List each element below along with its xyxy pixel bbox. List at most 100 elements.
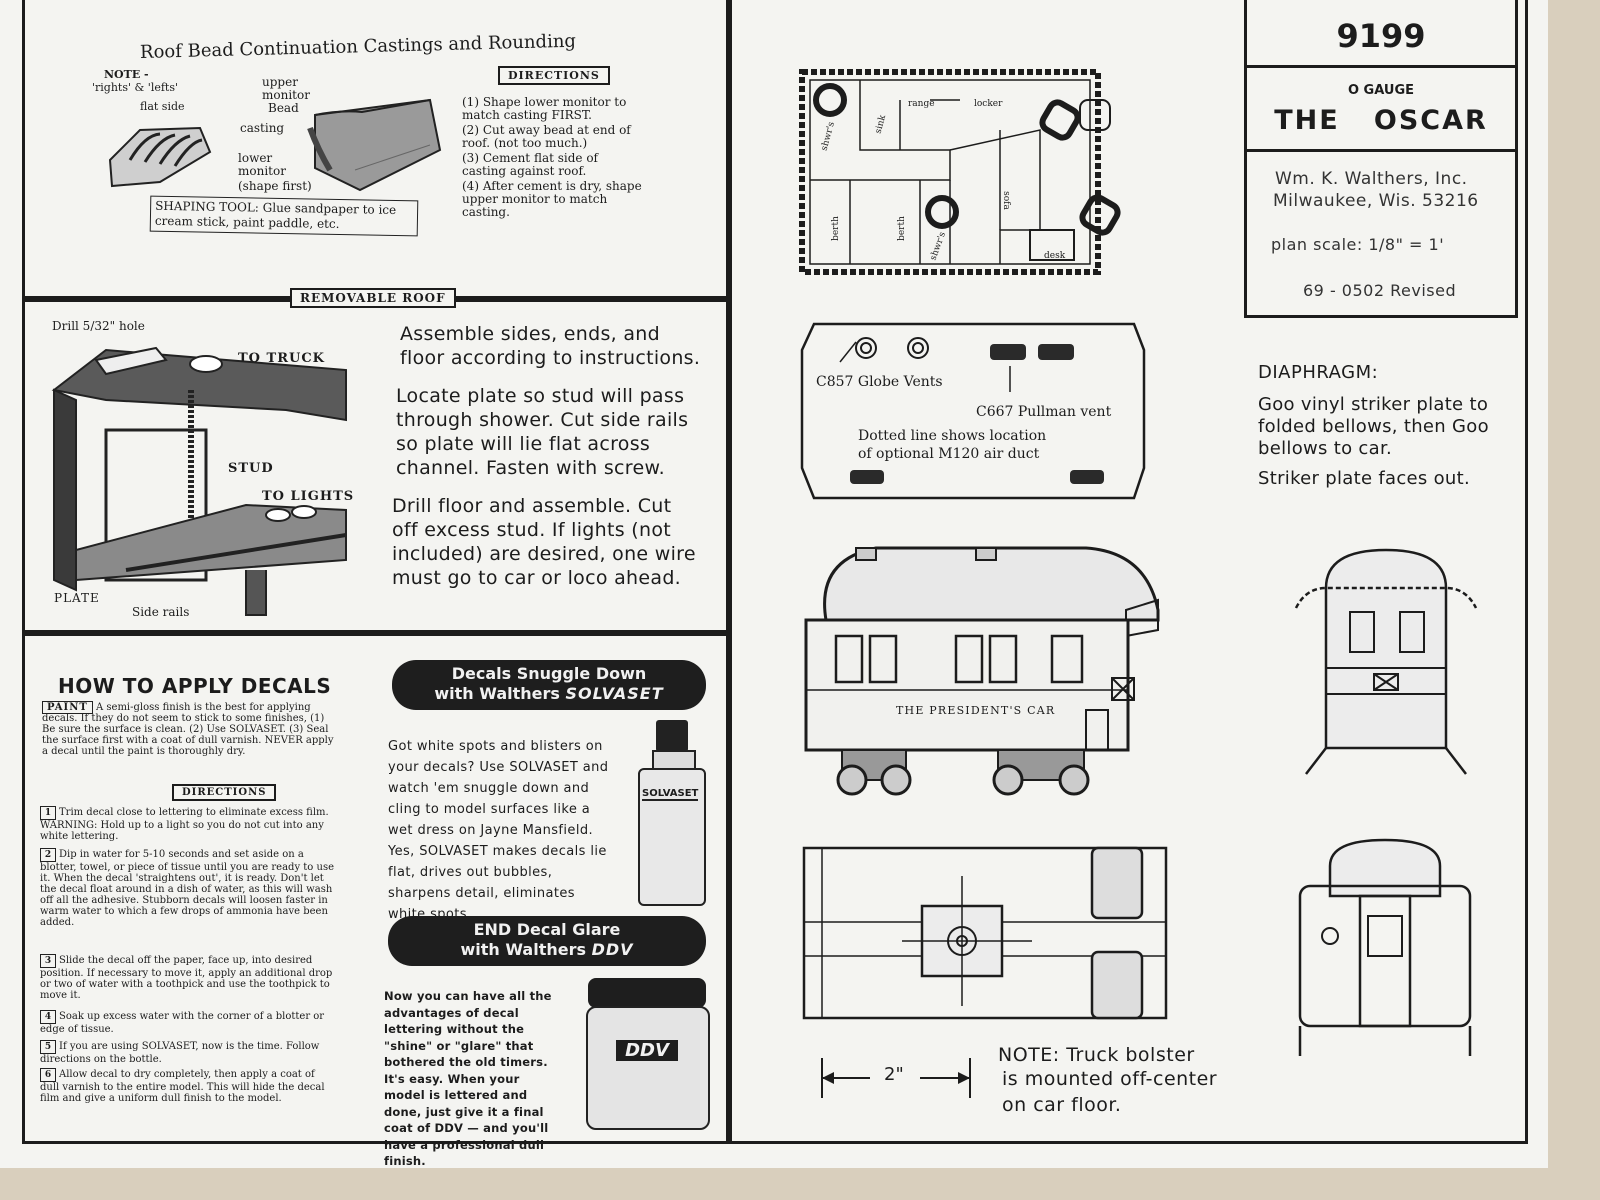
step-text: Slide the decal off the paper, face up, … bbox=[40, 955, 333, 1001]
roof-bead-directions-label: DIRECTIONS bbox=[498, 66, 610, 85]
floor-plan-sofa: sofa bbox=[1000, 191, 1011, 210]
underframe-drawing bbox=[802, 846, 1172, 1026]
jar-body bbox=[586, 1006, 710, 1130]
step-number: 3 bbox=[40, 954, 56, 968]
step-number: 2 bbox=[40, 848, 56, 862]
removable-roof-para-1: Assemble sides, ends, and floor accordin… bbox=[400, 323, 701, 369]
solvaset-banner-line2: with Walthers SOLVASET bbox=[392, 684, 706, 704]
gauge-label: O GAUGE bbox=[1347, 83, 1414, 98]
roof-view-drawing bbox=[800, 322, 1146, 508]
step-number: 1 bbox=[40, 806, 56, 820]
flat-side-label: flat side bbox=[140, 100, 185, 113]
decals-title: HOW TO APPLY DECALS bbox=[58, 674, 332, 698]
truck-bolster-note-3: on car floor. bbox=[1002, 1094, 1122, 1116]
roof-bead-illustration bbox=[100, 90, 450, 200]
title-divider-2 bbox=[1247, 149, 1515, 152]
diaphragm-text-1: Goo vinyl striker plate to folded bellow… bbox=[1258, 394, 1489, 459]
solvaset-banner: Decals Snuggle Down with Walthers SOLVAS… bbox=[392, 660, 706, 710]
dimension-line bbox=[820, 1058, 980, 1098]
plate-label: PLATE bbox=[54, 591, 100, 605]
note-label: NOTE - bbox=[104, 68, 149, 81]
diaphragm-text-2: Striker plate faces out. bbox=[1258, 468, 1471, 489]
solvaset-body: Got white spots and blisters on your dec… bbox=[388, 739, 609, 922]
globe-vents-label: C857 Globe Vents bbox=[816, 374, 943, 390]
dotted-line-note-2: of optional M120 air duct bbox=[858, 446, 1040, 462]
title-block: 9199 O GAUGE THE OSCAR Wm. K. Walthers, … bbox=[1244, 0, 1518, 318]
ddv-banner: END Decal Glare with Walthers DDV bbox=[388, 916, 706, 966]
ddv-jar: DDV bbox=[584, 978, 710, 1132]
diaphragm-rear-view bbox=[1290, 836, 1480, 1056]
floor-plan-range: range bbox=[908, 99, 935, 109]
bottle-body bbox=[638, 768, 706, 906]
bead-label: Bead bbox=[268, 101, 299, 115]
casting-label: casting bbox=[240, 121, 285, 135]
to-truck-label: TO TRUCK bbox=[238, 351, 325, 366]
step-text: Trim decal close to lettering to elimina… bbox=[40, 807, 329, 842]
title-divider bbox=[1247, 65, 1515, 68]
kit-number: 9199 bbox=[1336, 17, 1426, 55]
upper-monitor-label: upper monitor bbox=[262, 75, 310, 102]
removable-roof-label: REMOVABLE ROOF bbox=[290, 288, 456, 308]
roof-direction-1: (1) Shape lower monitor to match casting… bbox=[462, 95, 627, 122]
car-name: THE OSCAR bbox=[1274, 105, 1488, 136]
bottle-label: SOLVASET bbox=[642, 788, 699, 801]
car-lettering: THE PRESIDENT'S CAR bbox=[896, 704, 1056, 717]
jar-lid bbox=[588, 978, 706, 1008]
jar-label: DDV bbox=[616, 1040, 678, 1061]
dimension-label: 2" bbox=[884, 1064, 904, 1085]
removable-roof-para-2: Locate plate so stud will pass through s… bbox=[396, 385, 689, 479]
solvaset-banner-with: with Walthers bbox=[434, 684, 566, 703]
to-lights-label: TO LIGHTS bbox=[262, 489, 355, 504]
note-rights-lefts: 'rights' & 'lefts' bbox=[92, 81, 179, 94]
ddv-banner-with: with Walthers bbox=[460, 940, 592, 959]
instruction-sheet: Roof Bead Continuation Castings and Roun… bbox=[0, 0, 1548, 1168]
revision: 69 - 0502 Revised bbox=[1303, 281, 1457, 300]
decals-paint-text: PAINT A semi-gloss finish is the best fo… bbox=[42, 701, 340, 757]
truck-bolster-note-1: NOTE: Truck bolster bbox=[998, 1044, 1195, 1066]
roof-direction-3: (3) Cement flat side of casting against … bbox=[462, 151, 598, 178]
floor-plan-desk: desk bbox=[1044, 251, 1066, 261]
step-text: If you are using SOLVASET, now is the ti… bbox=[40, 1041, 320, 1065]
ddv-banner-brand: DDV bbox=[591, 940, 634, 959]
step-number: 5 bbox=[40, 1040, 56, 1054]
bottle-cap bbox=[656, 720, 688, 752]
truck-bolster-note-2: is mounted off-center bbox=[1002, 1068, 1218, 1090]
floor-plan-drawing bbox=[800, 70, 1140, 275]
step-number: 6 bbox=[40, 1068, 56, 1082]
shape-first-label: (shape first) bbox=[238, 179, 312, 193]
ddv-banner-line1: END Decal Glare bbox=[473, 920, 621, 939]
solvaset-bottle: SOLVASET bbox=[636, 720, 708, 906]
maker-line-2: Milwaukee, Wis. 53216 bbox=[1273, 191, 1479, 211]
ddv-body: Now you can have all the advantages of d… bbox=[384, 989, 552, 1168]
plan-scale: plan scale: 1/8" = 1' bbox=[1271, 235, 1445, 254]
pullman-vent-label: C667 Pullman vent bbox=[976, 404, 1112, 420]
shaping-tool-note: SHAPING TOOL: Glue sandpaper to ice crea… bbox=[149, 195, 419, 237]
side-rails-label: Side rails bbox=[132, 605, 190, 619]
floor-plan-locker: locker bbox=[974, 99, 1003, 109]
removable-roof-illustration bbox=[46, 330, 356, 620]
bottom-left-panel bbox=[22, 630, 732, 1144]
diaphragm-end-view bbox=[1296, 548, 1476, 774]
roof-direction-2: (2) Cut away bead at end of roof. (not t… bbox=[462, 123, 631, 150]
removable-roof-para-3: Drill floor and assemble. Cut off excess… bbox=[392, 495, 696, 589]
right-panel bbox=[726, 0, 1528, 1144]
step-text: Soak up excess water with the corner of … bbox=[40, 1011, 325, 1035]
step-text: Dip in water for 5-10 seconds and set as… bbox=[40, 849, 334, 928]
drill-hole-label: Drill 5/32" hole bbox=[52, 319, 145, 333]
step-number: 4 bbox=[40, 1010, 56, 1024]
paint-text: A semi-gloss finish is the best for appl… bbox=[42, 702, 334, 757]
solvaset-banner-brand: SOLVASET bbox=[565, 684, 664, 703]
roof-direction-4: (4) After cement is dry, shape upper mon… bbox=[462, 179, 642, 219]
diaphragm-title: DIAPHRAGM: bbox=[1258, 362, 1379, 383]
step-text: Allow decal to dry completely, then appl… bbox=[40, 1069, 325, 1104]
floor-plan-berth-2: berth bbox=[896, 216, 907, 241]
decals-directions-label: DIRECTIONS bbox=[172, 784, 277, 801]
dotted-line-note-1: Dotted line shows location bbox=[858, 428, 1047, 444]
stud-label: STUD bbox=[228, 461, 274, 476]
car-side-view bbox=[786, 540, 1174, 800]
